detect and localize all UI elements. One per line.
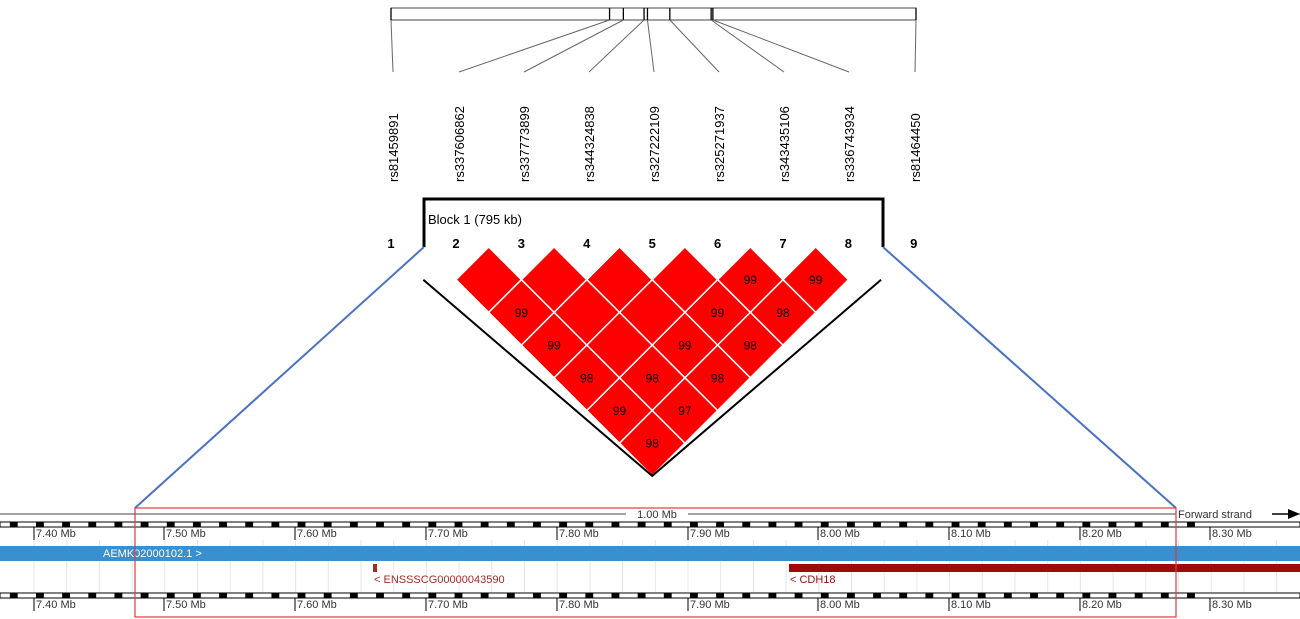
ruler-tick-label: 7.50 Mb [166,528,206,540]
ruler-bottom: 7.40 Mb 7.50 Mb 7.60 Mb 7.70 Mb 7.80 Mb 7.90 … [0,592,1300,611]
ld-value: 98 [646,437,660,451]
ruler-tick-label: 8.20 Mb [1082,599,1122,611]
ld-value: 97 [678,404,692,418]
snp-labels: rs81459891 rs337606862 rs337773899 rs344324… [386,106,923,182]
marker-index: 6 [714,236,721,251]
snp-connector [914,19,917,73]
snp-label: rs325271937 [712,106,727,182]
ld-cells: 99 99 99 99 98 99 99 98 98 98 98 99 97 98 [454,245,850,477]
snp-connector [523,19,624,73]
block-label: Block 1 (795 kb) [428,212,522,227]
ruler-tick-label: 7.60 Mb [297,599,337,611]
snp-label: rs336743934 [842,106,857,182]
snp-position-marks [390,8,917,20]
ld-value: 98 [646,371,660,385]
ruler-tick-label: 8.20 Mb [1082,528,1122,540]
marker-index: 3 [518,236,525,251]
ruler-tick-label: 7.60 Mb [297,528,337,540]
snp-connector [646,19,655,73]
ruler-tick-label: 7.70 Mb [428,599,468,611]
ruler-tick-label: 8.10 Mb [951,528,991,540]
ld-value: 98 [776,306,790,320]
snp-connector [710,19,785,73]
marker-index: 7 [779,236,786,251]
gene-cdh18-label: < CDH18 [790,574,836,586]
chromosome-bar [390,7,917,21]
ruler-tick-label: 7.80 Mb [559,599,599,611]
ld-value: 99 [613,404,627,418]
snp-connector [712,19,850,73]
ruler-tick-label: 7.80 Mb [559,528,599,540]
ruler-tick-label: 8.00 Mb [820,528,860,540]
ld-value: 99 [515,306,529,320]
ruler-tick-label: 7.90 Mb [690,528,730,540]
chromosome-track [390,7,917,73]
ld-value: 98 [580,371,594,385]
gene-cdh18-bar [789,564,1300,572]
ruler-tick-label: 7.50 Mb [166,599,206,611]
ruler-tick-label: 8.30 Mb [1212,528,1252,540]
snp-connector [669,19,720,73]
ld-value: 99 [744,273,758,287]
ld-value: 98 [744,339,758,353]
gene-ensssc-mark [373,564,377,572]
ld-value: 99 [547,339,561,353]
zoom-connector-right [882,246,1177,509]
marker-index: 1 [387,236,394,251]
block-outline [422,197,885,247]
snp-label: rs337606862 [452,106,467,182]
marker-index: 9 [910,236,917,251]
snp-connector [588,19,645,73]
gene-ensssc-label: < ENSSSCG00000043590 [374,574,505,586]
marker-indices: 1 2 3 4 5 6 7 8 9 [387,236,917,251]
ld-triangle-outline [422,278,882,478]
strand-label-bg [1176,507,1272,521]
scale-label: 1.00 Mb [637,509,677,521]
marker-index: 4 [583,236,591,251]
strand-label: Forward strand [1178,509,1252,521]
snp-label: rs81459891 [386,113,401,182]
ld-value: 99 [678,339,692,353]
ruler-tick-label: 7.90 Mb [690,599,730,611]
snp-label: rs344324838 [582,106,597,182]
contig-bar [0,546,1300,561]
contig-label: AEMK02000102.1 > [103,548,202,560]
strand-arrow [1272,509,1300,519]
marker-index: 5 [649,236,656,251]
ruler-tick-label: 8.00 Mb [820,599,860,611]
ruler-tick-label: 7.40 Mb [36,528,76,540]
zoom-connector-left [134,246,425,509]
snp-label: rs81464450 [908,113,923,182]
ruler-tick-label: 8.10 Mb [951,599,991,611]
ruler-tick-label: 7.40 Mb [36,599,76,611]
snp-connector-lines [390,19,917,73]
ruler-tick-label: 7.70 Mb [428,528,468,540]
ld-value: 98 [711,371,725,385]
ld-value: 99 [711,306,725,320]
snp-label: rs327222109 [647,106,662,182]
ruler-tick-label: 8.30 Mb [1212,599,1252,611]
snp-label: rs337773899 [517,106,532,182]
snp-connector [390,19,394,73]
ld-value: 99 [809,273,823,287]
scale-label-bg [626,507,688,521]
marker-index: 2 [452,236,459,251]
snp-connector [458,19,610,73]
ruler-top: 7.40 Mb 7.50 Mb 7.60 Mb 7.70 Mb 7.80 Mb 7.90 … [0,521,1300,540]
zoom-region-box [134,507,1177,618]
snp-label: rs343435106 [777,106,792,182]
genome-browser: 1.00 Mb Forward strand 7.40 Mb 7.50 Mb 7.6… [0,507,1300,618]
marker-index: 8 [845,236,852,251]
